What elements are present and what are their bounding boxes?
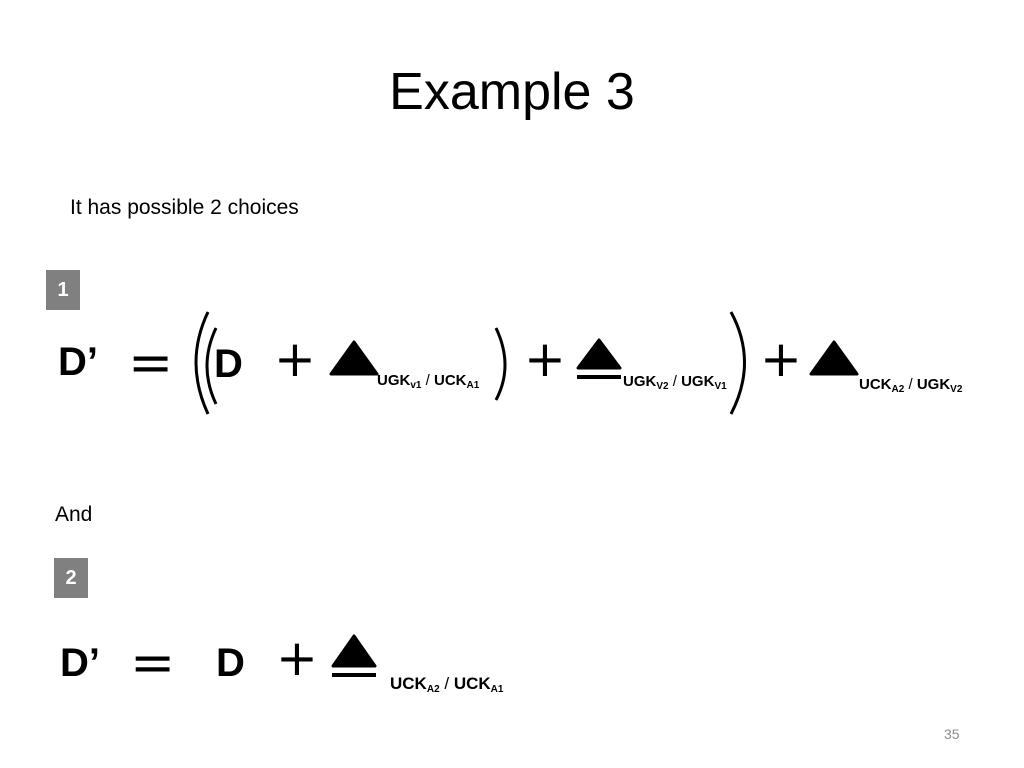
eq2-base-D: D bbox=[216, 641, 245, 685]
and-label: And bbox=[55, 503, 93, 526]
inner-right-paren bbox=[494, 327, 507, 401]
eq2-term-subscript: UCKA2 / UCKA1 bbox=[390, 674, 504, 695]
eq1-plus-3: + bbox=[760, 330, 802, 388]
inner-left-paren bbox=[205, 327, 218, 405]
choice-2-badge: 2 bbox=[54, 558, 88, 598]
eq1-base-D: D bbox=[214, 342, 243, 386]
page-number: 35 bbox=[944, 726, 960, 742]
eq2-plus: + bbox=[276, 629, 318, 687]
eq1-plus-2: + bbox=[524, 330, 566, 388]
eq2-lhs: D’ bbox=[60, 641, 100, 685]
intro-text: It has possible 2 choices bbox=[70, 196, 299, 219]
delta-bar-icon bbox=[331, 634, 377, 677]
delta-icon bbox=[809, 340, 859, 376]
slide-title: Example 3 bbox=[389, 63, 635, 121]
eq1-plus-1: + bbox=[274, 330, 316, 388]
eq1-equals-sign: = bbox=[128, 331, 174, 394]
delta-icon bbox=[329, 340, 379, 376]
choice-1-badge: 1 bbox=[46, 270, 80, 310]
outer-right-paren bbox=[729, 311, 746, 415]
eq1-term-1-subscript: UGKv1 / UCKA1 bbox=[377, 372, 480, 391]
eq1-term-3-subscript: UCKA2 / UGKV2 bbox=[859, 376, 963, 395]
delta-bar-icon bbox=[576, 338, 622, 379]
eq2-equals-sign: = bbox=[130, 631, 176, 694]
eq1-term-2-subscript: UGKV2 / UGKV1 bbox=[623, 373, 727, 392]
eq1-lhs: D’ bbox=[58, 340, 98, 384]
outer-left-paren bbox=[194, 311, 210, 415]
